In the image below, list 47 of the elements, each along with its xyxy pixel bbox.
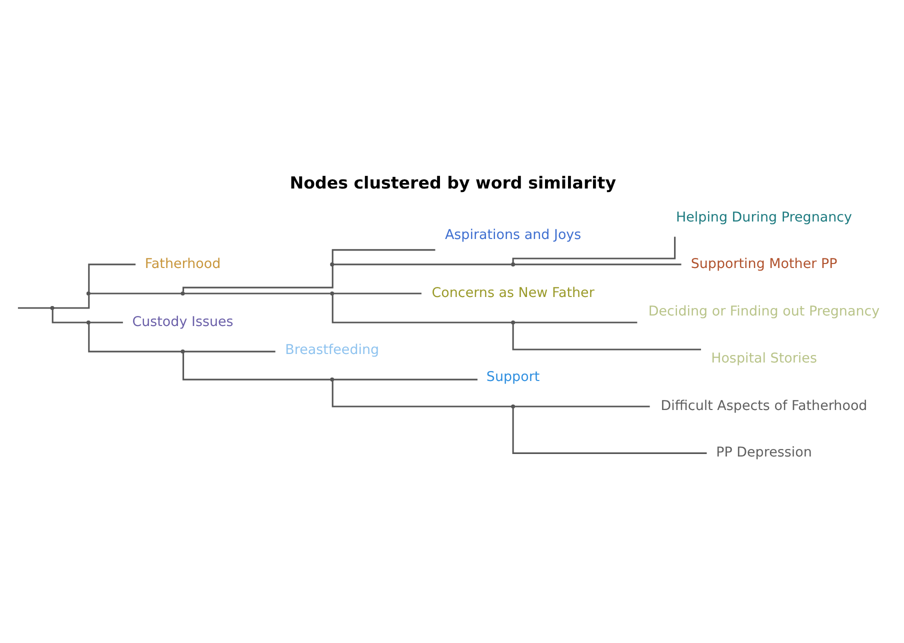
diagram-title: Nodes clustered by word similarity [290, 173, 616, 192]
connector [512, 408, 707, 454]
connector [514, 405, 650, 407]
connector [332, 294, 512, 323]
node-text: Custody Issues [132, 314, 234, 330]
connector [332, 248, 436, 262]
connector [182, 265, 334, 292]
connector [334, 378, 478, 380]
connector [18, 306, 51, 308]
connector [182, 352, 330, 380]
node-point [86, 320, 90, 324]
node-text: Breastfeeding [285, 342, 380, 358]
node-point [330, 290, 334, 295]
connector [332, 380, 512, 407]
connector [184, 292, 330, 294]
node-point [511, 262, 516, 266]
node-text: Difficult Aspects of Fatherhood [660, 398, 868, 414]
node-text: Deciding or Finding out Pregnancy [648, 303, 880, 320]
connector [52, 309, 87, 323]
node-point [511, 320, 516, 324]
node-text: Aspirations and Joys [444, 226, 582, 242]
connector [90, 321, 123, 323]
node-text: Supporting Mother PP [690, 255, 838, 272]
node-point [86, 290, 90, 295]
node-point [180, 349, 185, 354]
connector [514, 263, 682, 265]
connector [514, 321, 638, 323]
connector [54, 294, 90, 308]
node-point [330, 262, 334, 266]
connector [512, 324, 702, 350]
node-text: PP Depression [716, 444, 812, 460]
connector [512, 236, 676, 262]
node-point [50, 305, 54, 310]
connector [184, 350, 276, 352]
connector [90, 292, 182, 294]
connector [88, 263, 136, 292]
node-text: Fatherhood [144, 255, 221, 272]
connector [334, 292, 422, 294]
node-text: Support [486, 368, 540, 385]
connector [334, 263, 512, 265]
node-point [511, 404, 516, 408]
node-text: Helping During Pregnancy [676, 208, 852, 225]
node-text: Hospital Stories [711, 350, 817, 366]
node-text: Concerns as New Father [432, 284, 594, 301]
node-point [180, 290, 185, 295]
node-point [330, 377, 334, 382]
connector [88, 324, 182, 352]
